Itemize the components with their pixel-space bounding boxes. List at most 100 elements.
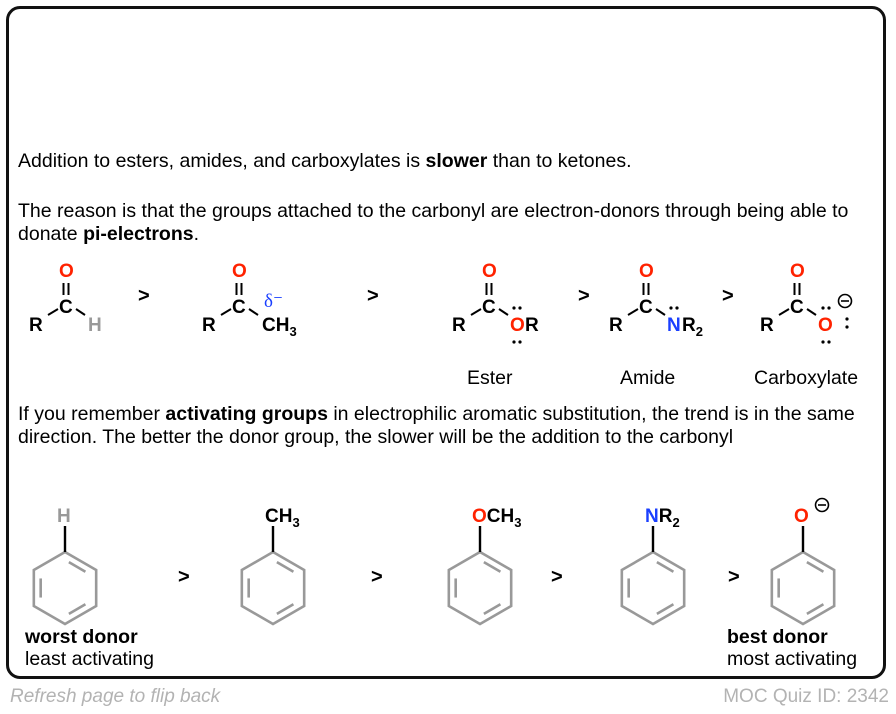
emphasis-pi-electrons: pi-electrons: [83, 223, 194, 245]
amino-nitrogen: N: [645, 506, 659, 527]
atom-carbon: C: [232, 297, 246, 318]
bond: [47, 308, 59, 316]
benzene-ring-aniline: [620, 526, 686, 626]
comparator-gt: >: [371, 566, 383, 588]
comparator-gt: >: [367, 285, 379, 307]
bond: [778, 308, 790, 316]
caption-worst-donor: worst donor least activating: [25, 626, 154, 670]
atom-oxygen: O: [639, 261, 654, 282]
amino-r: R: [659, 506, 673, 527]
lone-pair-dots: [512, 306, 522, 344]
atom-methyl: CH3: [262, 315, 297, 339]
subscript: 2: [696, 324, 703, 339]
ring-double-bond: [276, 603, 295, 615]
carboxylate-structure: O C R O: [760, 261, 853, 344]
bond: [75, 308, 86, 316]
ketone-structure: O C R CH3 δ⁻: [202, 261, 297, 339]
atom-r: R: [609, 315, 623, 336]
methyl-ch: CH: [265, 506, 292, 527]
atom-carbon: C: [639, 297, 653, 318]
comparator-gt: >: [178, 566, 190, 588]
atom-nitrogen: N: [667, 315, 681, 336]
subscript: 2: [672, 515, 679, 530]
quiz-card-back[interactable]: [6, 6, 886, 679]
paragraph-reason: The reason is that the groups attached t…: [18, 200, 878, 246]
benzene-ring-phenoxide: [770, 526, 836, 626]
text: Addition to esters, amides, and carboxyl…: [18, 150, 426, 172]
caption-best-donor: best donor most activating: [727, 626, 857, 670]
atom-r: R: [525, 315, 539, 336]
atom-carbon: C: [59, 297, 73, 318]
subscript: 3: [514, 515, 521, 530]
amide-structure: O C R N R2: [609, 261, 703, 339]
atom-r: R: [29, 315, 43, 336]
ring-outline: [620, 550, 686, 626]
negative-charge-icon: [814, 497, 830, 513]
comparator-gt: >: [728, 566, 740, 588]
atom-ester-oxygen: O: [510, 315, 525, 336]
substituent-methyl: CH3: [265, 506, 300, 530]
atom-r: R: [452, 315, 466, 336]
bond: [806, 308, 817, 316]
paragraph-activating-groups: If you remember activating groups in ele…: [18, 403, 878, 449]
atom-r2: R2: [682, 315, 703, 339]
benzene-ring-anisole: [447, 526, 513, 626]
caption-least-activating: least activating: [25, 648, 154, 670]
bond: [655, 308, 666, 316]
ring-outline: [32, 550, 98, 626]
atom-carbon: C: [482, 297, 496, 318]
emphasis-slower: slower: [425, 150, 488, 172]
text: .: [193, 223, 200, 245]
ring-double-bond: [68, 561, 87, 573]
text: than to ketones.: [487, 150, 632, 172]
atom-oxygen: O: [59, 261, 74, 282]
atom-oxygen: O: [790, 261, 805, 282]
negative-charge-icon: [837, 293, 853, 309]
comparator-gt: >: [551, 566, 563, 588]
methyl-ch: CH: [262, 315, 289, 336]
methoxy-oxygen: O: [472, 506, 487, 527]
refresh-hint: Refresh page to flip back: [10, 686, 221, 707]
bond: [248, 308, 259, 316]
atom-oxygen: O: [232, 261, 247, 282]
ring-double-bond: [806, 603, 825, 615]
benzene-ring-benzene: [32, 526, 98, 626]
ring-double-bond: [68, 603, 87, 615]
ring-double-bond: [656, 603, 675, 615]
substituent-hydrogen: H: [57, 506, 71, 527]
paragraph-slower: Addition to esters, amides, and carboxyl…: [18, 150, 632, 173]
substituent-amino: NR2: [645, 506, 680, 530]
bond: [498, 308, 509, 316]
atom-oxygen: O: [482, 261, 497, 282]
caption-worst-donor-bold: worst donor: [25, 626, 138, 648]
lone-pair-dots: [821, 306, 849, 344]
bond: [627, 308, 639, 316]
benzene-ring-toluene: [240, 526, 306, 626]
ring-double-bond: [656, 561, 675, 573]
atom-carbon: C: [790, 297, 804, 318]
bond: [470, 308, 482, 316]
subscript: 3: [289, 324, 296, 339]
caption-most-activating: most activating: [727, 648, 858, 670]
comparator-gt: >: [722, 285, 734, 307]
substituent-methoxy: OCH3: [472, 506, 521, 530]
comparator-gt: >: [578, 285, 590, 307]
ring-double-bond: [806, 561, 825, 573]
text: The reason is that the groups attached t…: [18, 200, 849, 245]
label-carboxylate: Carboxylate: [754, 367, 859, 389]
label-ester: Ester: [467, 367, 513, 389]
quiz-id: MOC Quiz ID: 2342: [723, 686, 889, 707]
aldehyde-structure: O C R H: [29, 261, 102, 336]
subscript: 3: [292, 515, 299, 530]
ring-outline: [447, 550, 513, 626]
atom-carboxylate-oxygen: O: [818, 315, 833, 336]
ring-outline: [240, 550, 306, 626]
atom-hydrogen: H: [88, 315, 102, 336]
ring-outline: [770, 550, 836, 626]
ring-double-bond: [276, 561, 295, 573]
comparator-gt: >: [138, 285, 150, 307]
ring-double-bond: [483, 603, 502, 615]
atom-r: R: [202, 315, 216, 336]
substituent-oxide: O: [794, 506, 809, 527]
